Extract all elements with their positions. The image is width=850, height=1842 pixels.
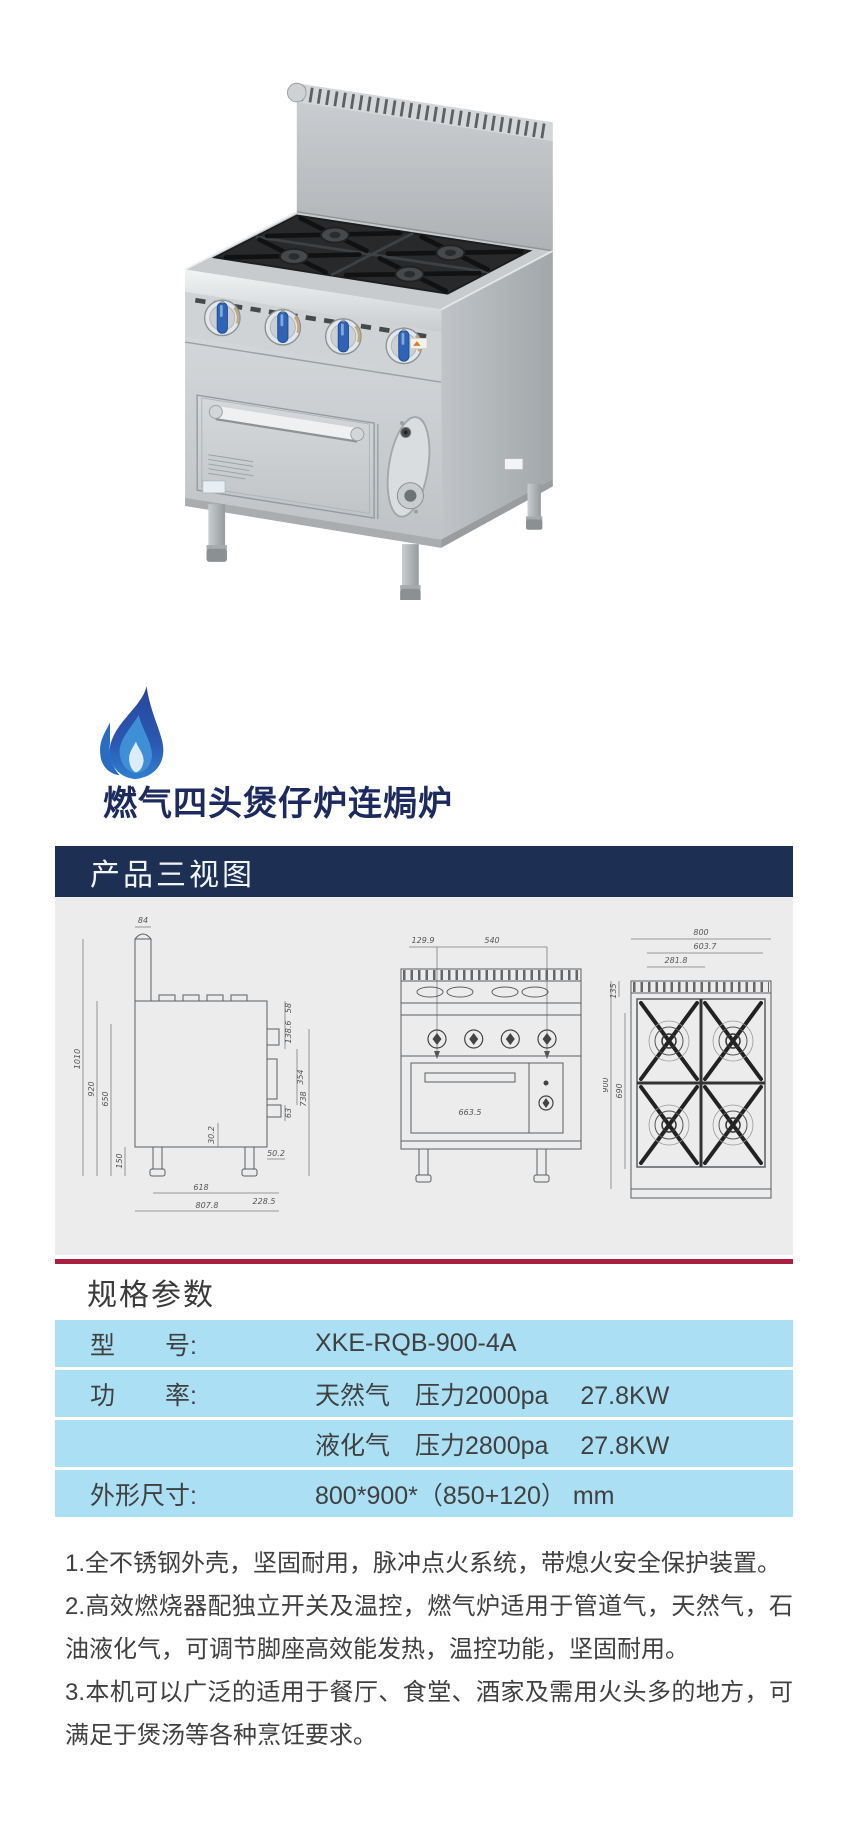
feature-item-1: 1.全不锈钢外壳，坚固耐用，脉冲点火系统，带熄火安全保护装置。 — [65, 1550, 782, 1577]
dim-label: 540 — [484, 936, 499, 945]
label-sticker — [202, 480, 226, 494]
gas-inlet-label — [503, 458, 524, 471]
spec-label: 型 号: — [90, 1331, 197, 1360]
spec-value: XKE-RQB-900-4A — [315, 1329, 517, 1357]
dim-label: 800 — [693, 928, 708, 937]
dim-label: 618 — [193, 1183, 208, 1192]
dim-label: 920 — [87, 1081, 96, 1096]
feature-item-2: 2.高效燃烧器配独立开关及温控，燃气炉适用于管道气，天然气，石油液化气，可调节脚… — [65, 1593, 793, 1663]
gas-range-illustration — [184, 82, 554, 602]
top-view-drawing: 800 603.7 281.8 135 900 690 — [603, 928, 772, 1199]
dim-label: 603.7 — [694, 942, 718, 951]
dim-label: 807.8 — [196, 1201, 219, 1210]
warning-sticker — [410, 338, 428, 349]
dim-label: 228.5 — [253, 1197, 276, 1206]
section-header-views-label: 产品三视图 — [90, 858, 255, 892]
dim-label: 129.9 — [412, 936, 435, 945]
table-row-dimensions: 外形尺寸: 800*900*（850+120） mm — [55, 1470, 793, 1517]
spec-table: 型 号: XKE-RQB-900-4A 功 率: 天然气 压力2000pa 27… — [55, 1320, 793, 1520]
dim-label: 1010 — [73, 1049, 82, 1069]
dim-label: 738 — [299, 1091, 308, 1106]
backsplash — [296, 101, 553, 251]
table-row-power-ng: 功 率: 天然气 压力2000pa 27.8KW — [55, 1370, 793, 1417]
table-row-power-lpg: 液化气 压力2800pa 27.8KW — [55, 1420, 793, 1467]
dim-label: 138.6 — [284, 1021, 293, 1044]
red-divider — [55, 1259, 793, 1264]
flame-icon — [90, 686, 178, 782]
dim-label: 63 — [284, 1108, 293, 1118]
page-title: 燃气四头煲仔炉连焗炉 — [103, 785, 453, 823]
spec-label: 功 率: — [90, 1381, 197, 1410]
oven-door — [196, 394, 375, 519]
dim-label: 150 — [115, 1153, 124, 1168]
feature-list: 1.全不锈钢外壳，坚固耐用，脉冲点火系统，带熄火安全保护装置。 2.高效燃烧器配… — [65, 1542, 793, 1757]
control-panel — [185, 291, 442, 377]
section-header-views: 产品三视图 — [55, 846, 793, 897]
front-view-drawing: 129.9 540 663.5 — [400, 936, 582, 1183]
dim-label: 58 — [284, 1003, 293, 1013]
table-row-model: 型 号: XKE-RQB-900-4A — [55, 1320, 793, 1367]
oven-control-column — [377, 416, 431, 519]
spec-value: 天然气 压力2000pa 27.8KW — [315, 1381, 670, 1410]
spec-sticker — [208, 454, 254, 480]
side-panel — [441, 250, 553, 540]
spec-value: 液化气 压力2800pa 27.8KW — [315, 1431, 670, 1460]
specs-heading: 规格参数 — [87, 1279, 215, 1312]
oven-handle — [209, 405, 364, 441]
dim-label: 135 — [609, 983, 618, 998]
product-photo — [118, 60, 578, 602]
dim-label: 84 — [138, 916, 148, 925]
dim-label: 650 — [101, 1091, 110, 1106]
dim-label: 900 — [603, 1077, 610, 1092]
dim-label: 690 — [615, 1083, 624, 1098]
feature-item-3: 3.本机可以广泛的适用于餐厅、食堂、酒家及需用火头多的地方，可满足于煲汤等各种烹… — [65, 1679, 793, 1749]
dim-label: 663.5 — [459, 1108, 482, 1117]
spec-label: 外形尺寸: — [90, 1481, 197, 1510]
dim-label: 354 — [296, 1069, 305, 1084]
handle-shadow — [215, 416, 358, 443]
dim-label: 30.2 — [207, 1126, 216, 1144]
spec-value: 800*900*（850+120） mm — [315, 1481, 615, 1510]
dim-label: 50.2 — [267, 1149, 285, 1158]
dim-label: 281.8 — [665, 956, 688, 965]
side-view-drawing: 84 1010 920 650 150 618 228.5 807.8 30.2… — [73, 916, 310, 1212]
burner-grates — [211, 214, 533, 295]
three-view-panel: 84 1010 920 650 150 618 228.5 807.8 30.2… — [55, 897, 793, 1255]
